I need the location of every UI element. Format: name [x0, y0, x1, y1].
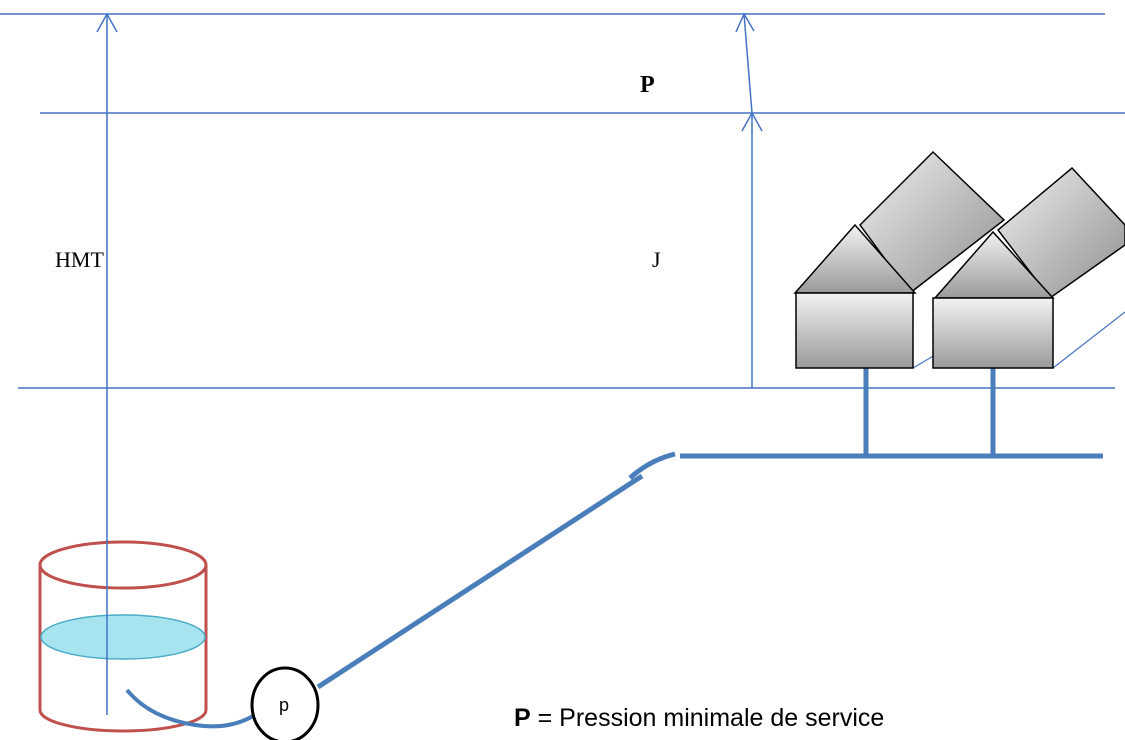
water-surface [40, 614, 206, 660]
street-line-2 [1052, 311, 1125, 369]
suction-pipe [125, 688, 264, 729]
pump-label: p [279, 695, 289, 715]
rising-pipe [316, 451, 676, 690]
house-1 [793, 150, 1006, 369]
p-arrow [735, 12, 755, 114]
j-arrow [741, 111, 763, 388]
house-2-wall [932, 297, 1054, 369]
house-1-wall [795, 292, 914, 369]
legend-symbol: P [514, 704, 531, 732]
reservoir-tank [38, 540, 208, 733]
pump: p [250, 666, 320, 740]
legend: P = Pression minimale de service [514, 704, 884, 732]
house-2 [932, 166, 1125, 369]
hmt-label: HMT [55, 247, 104, 272]
j-label: J [652, 247, 661, 272]
legend-text: = Pression minimale de service [531, 704, 885, 732]
p-label: P [640, 72, 655, 98]
